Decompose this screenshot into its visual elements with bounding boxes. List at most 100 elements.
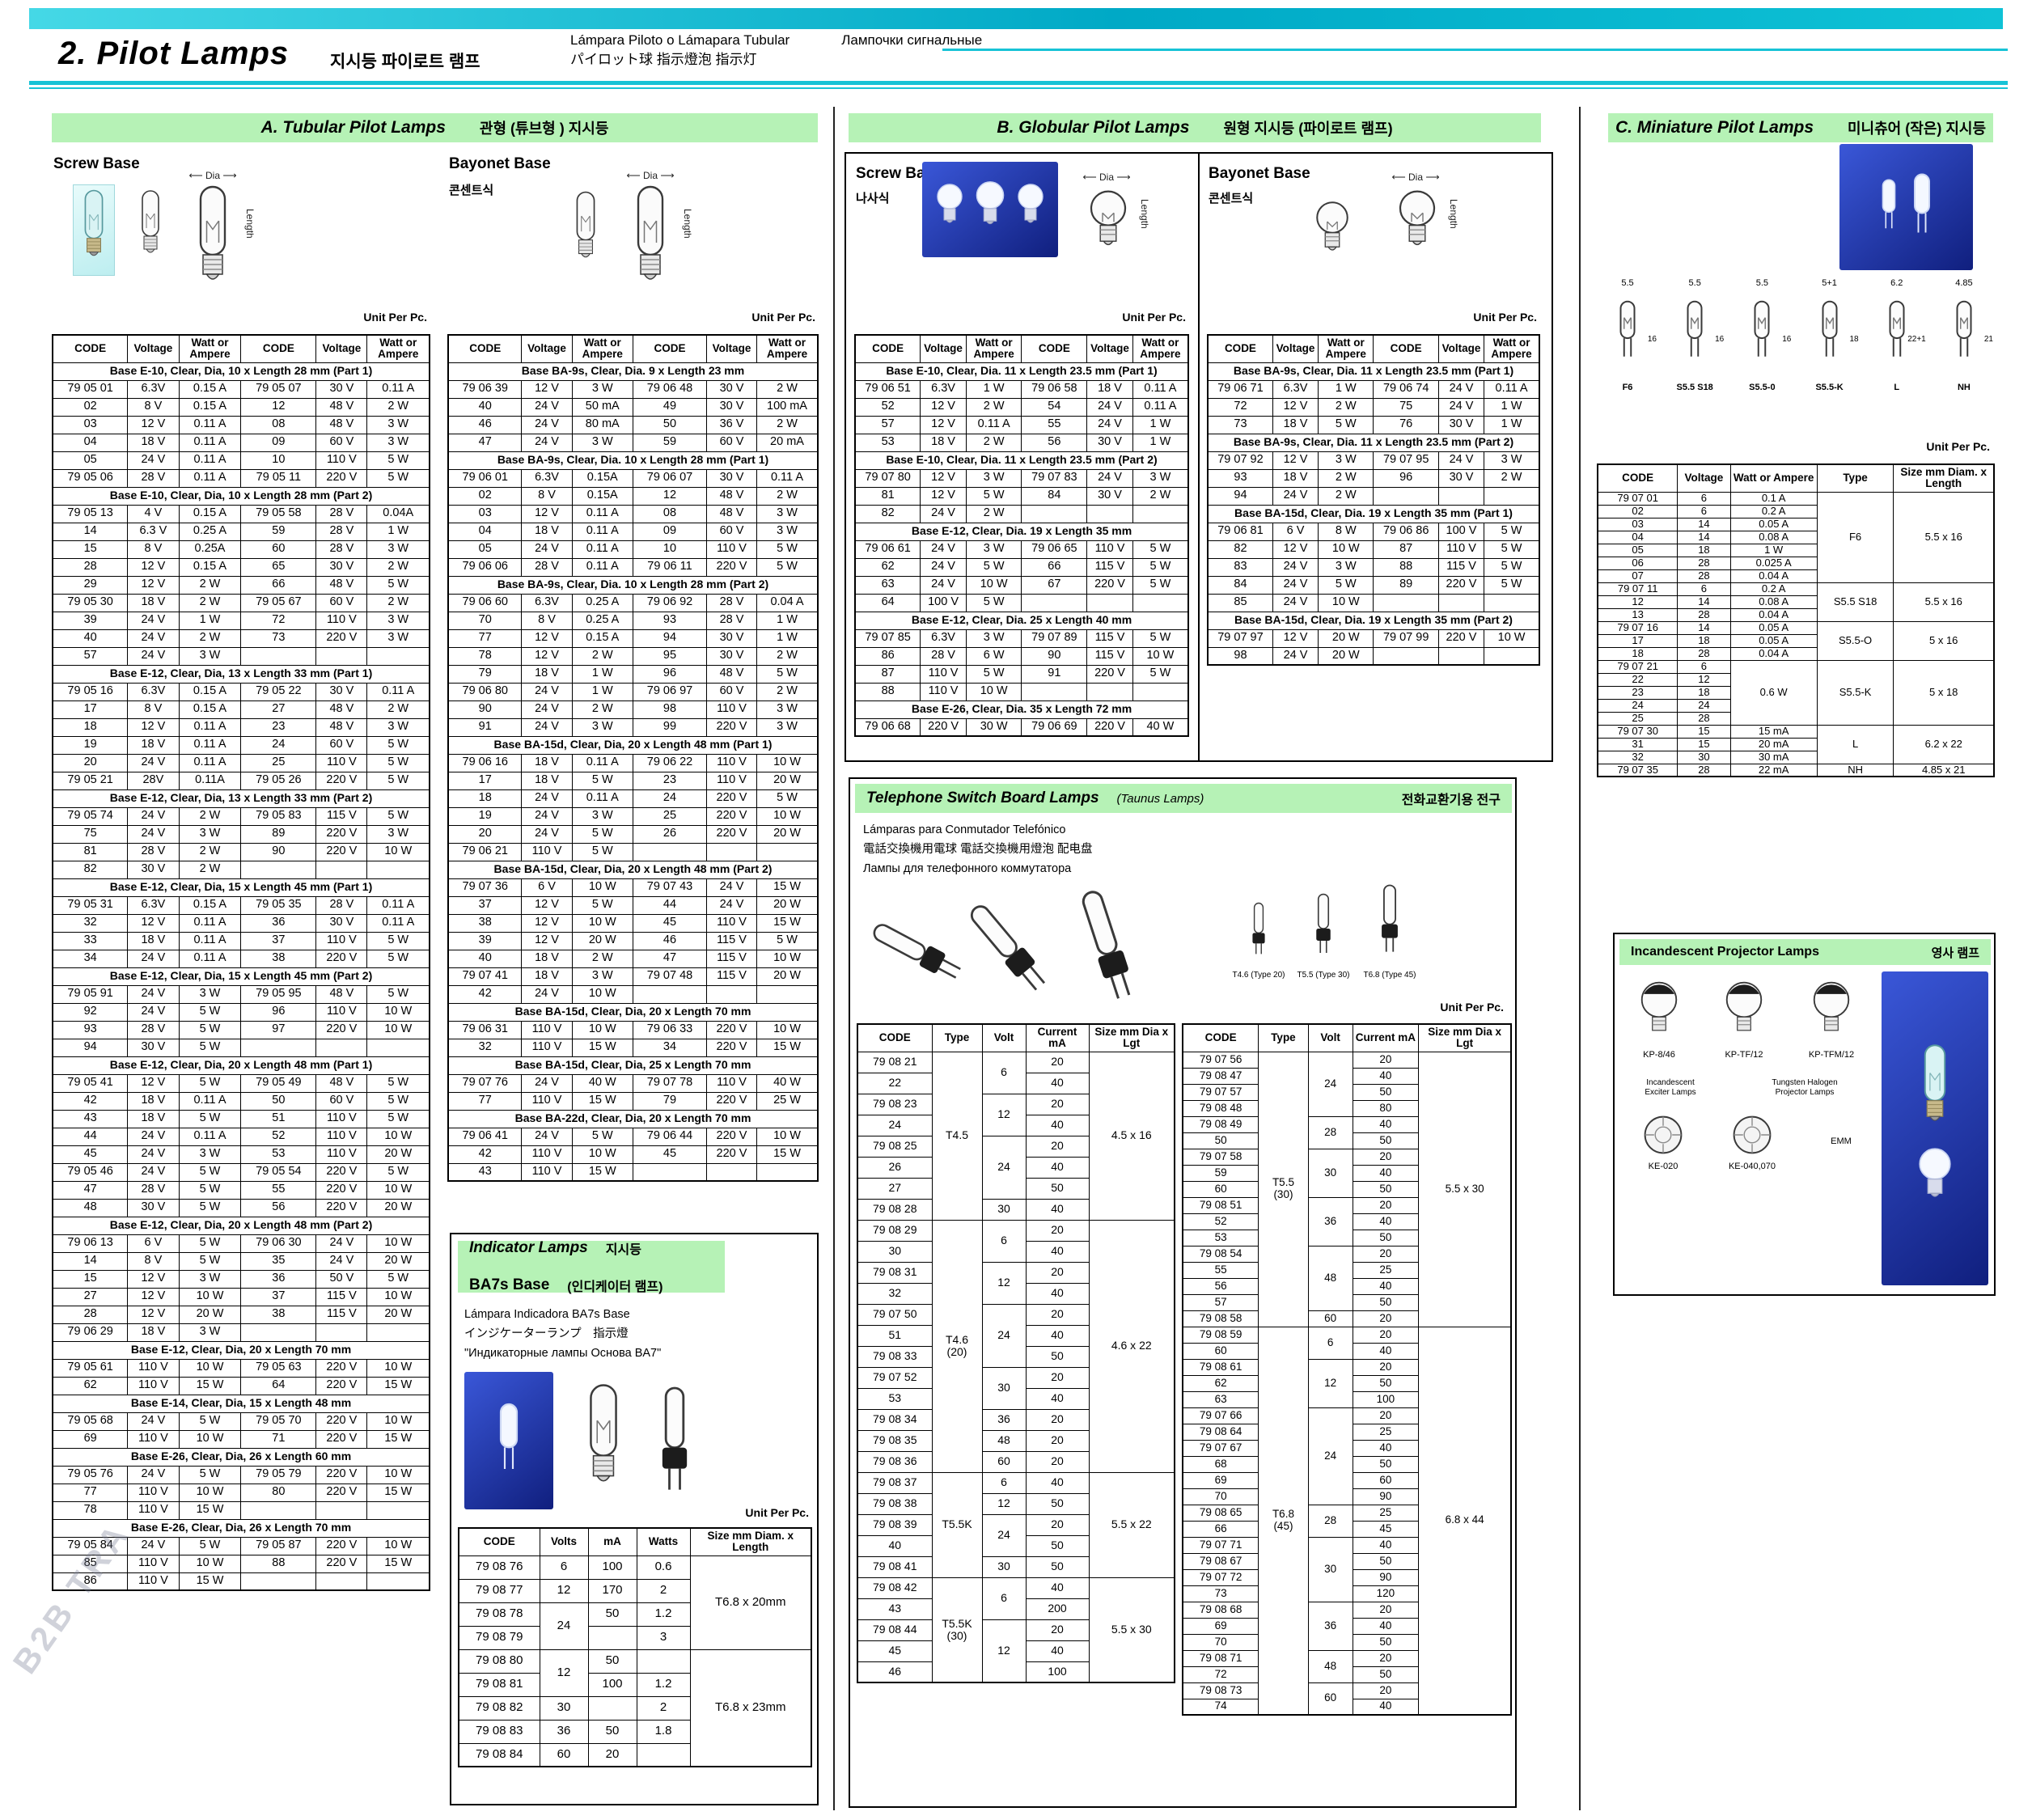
table-cell: 3 W: [571, 806, 633, 826]
table-cell: 60 V: [315, 735, 368, 755]
table-cell: 79 07 57: [1182, 1083, 1259, 1101]
table-cell: 24 V: [1272, 593, 1319, 612]
table-cell: 12: [539, 1578, 589, 1603]
miniature-lamp-icon: [1877, 171, 1901, 243]
table-cell: 79 05 67: [240, 593, 317, 612]
table-cell: 1 W: [571, 682, 633, 701]
table-cell: 79 08 47: [1182, 1067, 1259, 1085]
table-cell: 80: [240, 1483, 317, 1502]
group-title: Base E-10, Clear, Dia. 11 x Length 23.5 …: [854, 362, 1189, 381]
lamp-type-label: S5.5-0: [1749, 383, 1776, 392]
table-cell: 79 08 51: [1182, 1196, 1259, 1214]
table-cell: 0.15 A: [178, 700, 242, 719]
table-cell: 15: [1677, 737, 1731, 751]
unit-per-pc-label: Unit Per Pc.: [363, 311, 427, 324]
table-cell: 79 05 41: [52, 1073, 129, 1093]
table-cell: 30: [1307, 1148, 1353, 1198]
table-cell: 3 W: [756, 717, 819, 737]
table-cell: 40: [1352, 1164, 1420, 1182]
table-cell: 2 W: [1132, 486, 1189, 506]
table-cell: [1437, 593, 1485, 612]
telephone-lamp-icon: [1311, 882, 1336, 967]
table-cell: 6: [539, 1555, 589, 1580]
table-cell: 73: [1207, 415, 1273, 434]
table-cell: 69: [52, 1429, 129, 1449]
telephone-type-label: T4.6 (Type 20): [1232, 971, 1285, 980]
table-cell: 60: [1352, 1471, 1420, 1489]
table-cell: 75: [52, 824, 129, 844]
table-cell: 5 W: [1318, 575, 1374, 595]
table-cell: 220 V: [1086, 664, 1133, 684]
table-cell: 47: [52, 1180, 129, 1200]
table-cell: 67: [1021, 575, 1088, 595]
table-cell: 24 V: [127, 806, 180, 826]
table-cell: 40: [1025, 1640, 1090, 1662]
table-cell: 79 08 23: [857, 1093, 933, 1115]
table-cell: 10 W: [571, 1145, 633, 1164]
table-cell: 110 V: [521, 842, 573, 861]
table-cell: 70: [1182, 1488, 1259, 1505]
table-cell: 0.11 A: [1132, 397, 1189, 417]
table-cell: 24: [1677, 698, 1731, 713]
table-cell: 79 07 76: [447, 1073, 523, 1093]
table-cell: 1 W: [178, 611, 242, 630]
table-cell: 12 V: [127, 717, 180, 737]
table-cell: 48: [1307, 1649, 1353, 1683]
table-cell: 79 08 65: [1182, 1504, 1259, 1522]
table-cell: 24 V: [920, 575, 967, 595]
table-cell: 28: [52, 557, 129, 577]
table-cell: 0.15 A: [178, 557, 242, 577]
table-cell: 79 06 92: [632, 593, 707, 612]
table-cell: 79 07 71: [1182, 1536, 1259, 1554]
table-cell: [315, 860, 368, 879]
table-cell: 24: [857, 1114, 933, 1136]
column-header: CODE: [447, 334, 523, 363]
table-cell: 40: [1025, 1072, 1090, 1094]
table-cell: 0.15 A: [178, 397, 242, 417]
table-cell: 110 V: [315, 1145, 368, 1164]
table-cell: 50: [632, 415, 707, 434]
table-cell: 88: [854, 682, 921, 701]
table-cell: [705, 842, 758, 861]
table-cell: 48 V: [315, 415, 368, 434]
table-cell: 79 05 21: [52, 771, 129, 790]
table-cell: 3: [636, 1625, 691, 1650]
table-cell: 30 V: [705, 646, 758, 666]
table-cell: 79 06 41: [447, 1127, 523, 1146]
table-cell: 20 mA: [756, 433, 819, 452]
table-cell: 55: [240, 1180, 317, 1200]
table-cell: 0.25 A: [178, 522, 242, 541]
table-cell: [366, 1500, 430, 1520]
group-row: Base BA-9s, Clear, Dia. 9 x Length 23 mm: [447, 362, 819, 381]
table-cell: 69: [1182, 1617, 1259, 1635]
table-cell: 5 W: [756, 557, 819, 577]
table-cell: 50 V: [315, 1269, 368, 1289]
table-cell: [705, 984, 758, 1004]
table-cell: 3 W: [366, 629, 430, 648]
table-cell: 79 06 07: [632, 468, 707, 488]
subtitle-spanish: Lámpara Piloto o Lámapara Tubular: [570, 32, 790, 48]
globular-lamps-photo: [922, 162, 1058, 257]
table-cell: 0.11 A: [571, 557, 633, 577]
table-cell: 115 V: [1086, 646, 1133, 666]
table-cell: 28: [1307, 1504, 1353, 1538]
lamp-type-label: F6: [1622, 383, 1633, 392]
telephone-lamps-title: Telephone Switch Board Lamps: [866, 789, 1099, 806]
projector-lamps-title-korean: 영사 램프: [1931, 946, 1979, 960]
table-cell: 28: [1677, 569, 1731, 583]
table-cell: [632, 842, 707, 861]
table-cell: 79 08 82: [458, 1695, 540, 1721]
table-cell: 5 W: [178, 1536, 242, 1555]
